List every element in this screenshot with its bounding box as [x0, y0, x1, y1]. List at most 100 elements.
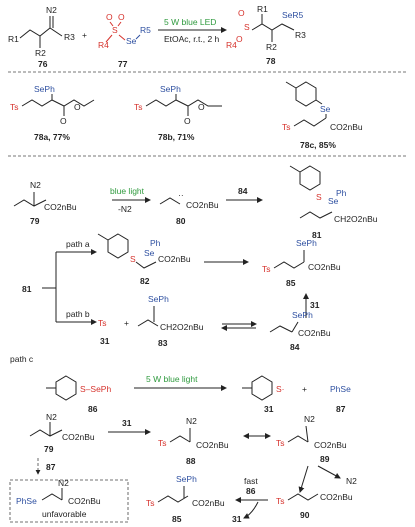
r3-label: R3: [295, 30, 306, 40]
tolyl-ring: [251, 375, 273, 401]
compound-number: 87: [336, 404, 346, 414]
seph-label: SePh: [148, 294, 169, 304]
ester-label: CO2nBu: [314, 440, 347, 450]
r4-label: R4: [226, 40, 237, 50]
carbene-dots: ··: [178, 190, 184, 200]
sulfur-label: S: [244, 22, 250, 32]
structure-86: S–SePh 86: [46, 375, 111, 414]
compound-number: 84: [290, 342, 300, 352]
structure-76: N2 R1 R2 R3 76: [8, 5, 75, 69]
compound-number: 79: [30, 216, 40, 226]
example-78c: Se Ts CO2nBu 78c, 85%: [282, 81, 363, 150]
ester-label: CO2nBu: [186, 200, 219, 210]
reagent-31: 31: [310, 300, 320, 310]
structure-82: S Se Ph CO2nBu 82: [97, 233, 191, 286]
structure-80: ·· CO2nBu 80: [159, 190, 219, 226]
ph-label: Ph: [336, 188, 347, 198]
ester-label: CO2nBu: [68, 496, 101, 506]
fast-label: fast: [244, 476, 258, 486]
n2-label: N2: [304, 414, 315, 424]
oxygen-label: O: [238, 8, 245, 18]
ph-label: Ph: [150, 238, 161, 248]
oxygen-label: O: [106, 12, 113, 22]
blue-light-label: 5 W blue light: [146, 374, 198, 384]
sulfur-label: S: [112, 25, 118, 35]
n2-label: N2: [186, 416, 197, 426]
ester-label: CO2nBu: [320, 492, 353, 502]
structure-79-top: N2 CO2nBu 79: [13, 180, 77, 226]
sulfonyl-label: S–SePh: [80, 384, 111, 394]
compound-number: 85: [286, 278, 296, 288]
compound-number: 82: [140, 276, 150, 286]
se-label: Se: [144, 248, 155, 258]
ester-label: CO2nBu: [62, 432, 95, 442]
condition-solvent: EtOAc, r.t., 2 h: [164, 34, 220, 44]
path-c-label: path c: [10, 354, 34, 364]
structure-83: SePh CH2O2nBu 83: [137, 294, 204, 348]
compound-number: 76: [38, 59, 48, 69]
compound-number: 80: [176, 216, 186, 226]
sulfonyl-label: S: [316, 192, 322, 202]
compound-number: 81: [22, 284, 32, 294]
seph-label: SePh: [160, 84, 181, 94]
ts-label: Ts: [276, 496, 285, 506]
release-arrow: [243, 501, 259, 519]
structure-81: S Se Ph CH2O2nBu 81: [289, 165, 378, 240]
compound-number: 77: [118, 59, 128, 69]
phse-label: PhSe: [16, 496, 37, 506]
blue-light-label: blue light: [110, 186, 145, 196]
reaction-arrow: [298, 465, 309, 493]
ester-label: CO2nBu: [158, 254, 191, 264]
ester-label: CO2nBu: [298, 328, 331, 338]
structure-31: S· 31: [242, 375, 285, 414]
example-caption: 78a, 77%: [34, 132, 70, 142]
reagent-84: 84: [238, 186, 248, 196]
ts-label: Ts: [262, 264, 271, 274]
compound-number: 90: [300, 510, 310, 520]
example-caption: 78c, 85%: [300, 140, 336, 150]
sulfonyl-label: S: [130, 254, 136, 264]
ser5-label: SeR5: [282, 10, 304, 20]
ester-label: CO2nBu: [192, 498, 225, 508]
n2-label: N2: [58, 478, 69, 488]
structure-78: O O S R4 R1 R2 SeR5 R3 78: [226, 4, 306, 66]
n2-label: N2: [46, 5, 57, 15]
examples-row: SePh Ts O O 78a, 77% SePh Ts O O 78b, 71…: [10, 81, 363, 150]
reagent-86: 86: [246, 486, 256, 496]
tolyl-ring: [107, 233, 129, 259]
compound-number: 89: [320, 454, 330, 464]
ts-label: Ts: [146, 498, 155, 508]
selenium-label: Se: [126, 36, 137, 46]
ts-label: Ts: [276, 438, 285, 448]
ester-label: CO2nBu: [44, 202, 77, 212]
oxygen-label: O: [60, 116, 67, 126]
structure-88: Ts N2 CO2nBu 88: [158, 416, 229, 466]
plus-sign: +: [124, 318, 129, 328]
condition-light: 5 W blue LED: [164, 17, 216, 27]
oxygen-label: O: [236, 34, 243, 44]
reaction-arrow: [317, 465, 341, 479]
tolyl-ring: [55, 375, 77, 401]
seph-label: SePh: [296, 238, 317, 248]
compound-number: 31: [264, 404, 274, 414]
ester-label: CH2O2nBu: [334, 214, 378, 224]
reagent-31: 31: [232, 514, 242, 524]
r4-label: R4: [98, 40, 109, 50]
unfavorable-label: unfavorable: [42, 509, 87, 519]
example-78b: SePh Ts O O 78b, 71%: [134, 84, 222, 142]
tolyl-ring: [295, 81, 317, 107]
example-caption: 78b, 71%: [158, 132, 195, 142]
compound-number: 31: [100, 336, 110, 346]
n2-released: N2: [346, 476, 357, 486]
r2-label: R2: [266, 42, 277, 52]
seph-label: SePh: [34, 84, 55, 94]
compound-number: 79: [44, 444, 54, 454]
ester-label: CO2nBu: [196, 440, 229, 450]
r1-label: R1: [257, 4, 268, 14]
structure-79-bottom: N2 CO2nBu 79: [29, 412, 95, 454]
oxygen-label: O: [198, 102, 205, 112]
ts-label: Ts: [158, 438, 167, 448]
se-label: Se: [328, 196, 339, 206]
ester-label: CO2nBu: [308, 262, 341, 272]
ts-label: Ts: [10, 102, 19, 112]
